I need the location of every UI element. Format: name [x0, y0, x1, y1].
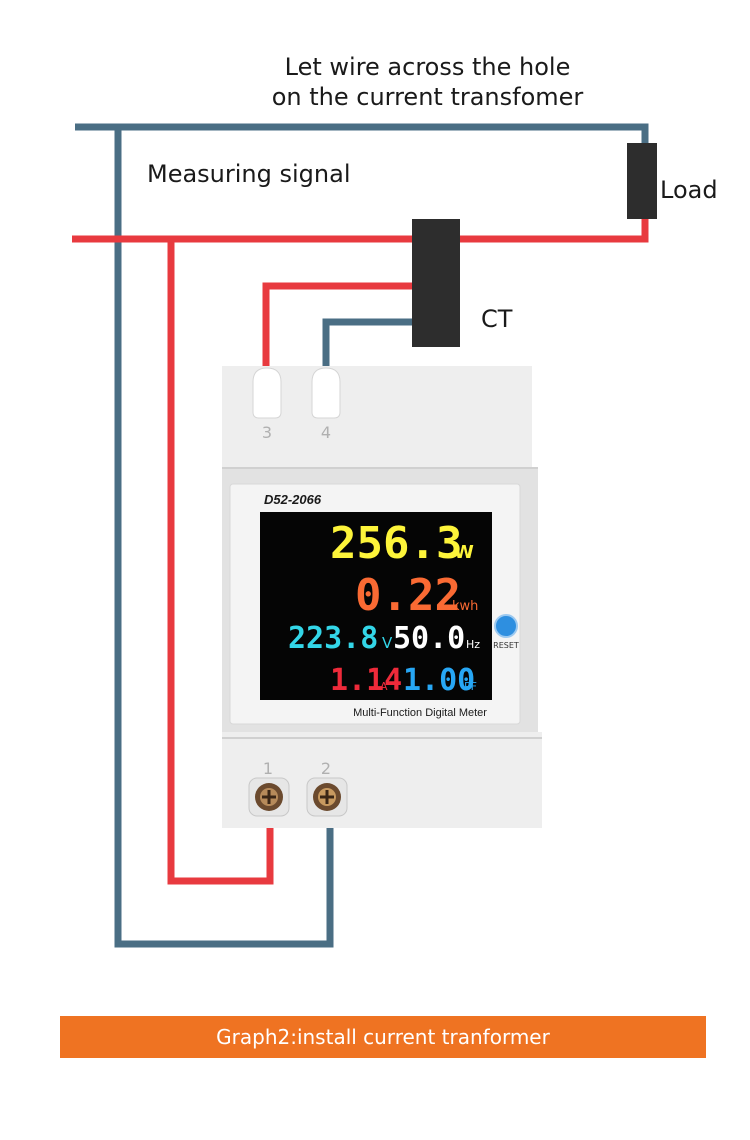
blue-wires	[75, 123, 649, 948]
meter-footer-label: Multi-Function Digital Meter	[353, 707, 487, 719]
terminal-3-label: 3	[262, 423, 272, 442]
instruction-header: Let wire across the hole on the current …	[0, 52, 750, 112]
load-label: Load	[660, 176, 718, 204]
meter-model: D52-2066	[264, 492, 322, 507]
reset-label: RESET	[493, 641, 519, 650]
power-factor-unit: PF	[464, 680, 477, 693]
lcd-display	[260, 512, 492, 700]
blue-top-wire	[75, 123, 649, 150]
terminal-4-hole	[311, 367, 341, 419]
energy-unit: kwh	[452, 599, 478, 614]
power-unit: W	[454, 542, 474, 563]
reset-button[interactable]	[494, 614, 518, 638]
current-value: 1.14	[330, 663, 402, 698]
terminal-3-hole	[252, 367, 282, 419]
red-left-wire	[167, 239, 274, 885]
terminal-1-screw	[248, 777, 290, 817]
current-transformer	[412, 219, 460, 347]
power-value: 256.3	[330, 518, 462, 569]
instruction-line-1: Let wire across the hole	[284, 53, 571, 81]
power-factor-value: 1.00	[403, 663, 475, 698]
voltage-unit: V	[382, 634, 393, 652]
blue-left-wire	[114, 127, 334, 948]
terminal-2-screw	[306, 777, 348, 817]
measuring-signal-label: Measuring signal	[147, 160, 351, 188]
terminal-2-label: 2	[321, 759, 331, 778]
terminal-1-label: 1	[263, 759, 273, 778]
frequency-value: 50.0	[393, 621, 465, 656]
voltage-value: 223.8	[288, 621, 378, 656]
terminal-4-label: 4	[321, 423, 331, 442]
energy-value: 0.22	[355, 570, 461, 621]
frequency-unit: Hz	[466, 638, 480, 651]
ct-label: CT	[481, 305, 513, 333]
load-block	[627, 143, 657, 219]
instruction-line-2: on the current transfomer	[271, 83, 584, 111]
current-unit: A	[380, 680, 388, 693]
red-wires	[72, 215, 649, 885]
graph-caption-banner: Graph2:install current tranformer	[60, 1016, 706, 1058]
red-main-wire	[72, 215, 649, 243]
blue-ct-wire	[322, 318, 416, 380]
meter-body: 3 4 D52-2066 256.3 W 0.22 kwh 223.8 V 50…	[222, 366, 542, 828]
red-ct-wire	[262, 282, 416, 378]
